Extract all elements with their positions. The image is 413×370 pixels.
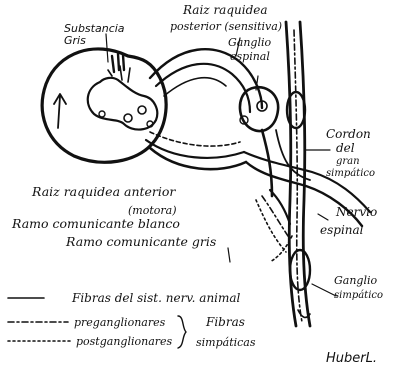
label-gris: Gris bbox=[64, 34, 86, 47]
spinal-cord bbox=[42, 49, 166, 162]
label-raiz-posterior-2: posterior (sensitiva) bbox=[170, 20, 282, 33]
legend-postganglionares: postganglionares bbox=[76, 335, 173, 348]
legend-preganglionares: preganglionares bbox=[74, 316, 166, 329]
label-ramo-blanco: Ramo comunicante blanco bbox=[11, 216, 180, 231]
label-ramo-gris: Ramo comunicante gris bbox=[65, 234, 216, 249]
legend-simpaticas: simpáticas bbox=[196, 336, 256, 349]
ventral-root bbox=[146, 132, 246, 169]
label-raiz-posterior-1: Raiz raquidea bbox=[182, 3, 268, 17]
signature: HuberL. bbox=[326, 351, 377, 366]
label-cordon-2: del bbox=[336, 141, 355, 155]
label-cordon-4: simpático bbox=[326, 168, 375, 179]
label-ganglio-espinal-1: Ganglio bbox=[228, 36, 272, 49]
legend: Fibras del sist. nerv. animal preganglio… bbox=[8, 291, 256, 349]
legend-fibras-sist: Fibras del sist. nerv. animal bbox=[71, 291, 241, 305]
legend-fibras: Fibras bbox=[205, 315, 245, 329]
label-ganglio-espinal-2: espinal bbox=[230, 50, 270, 63]
legend-brace bbox=[178, 316, 186, 348]
label-cordon-1: Cordon bbox=[326, 127, 371, 141]
label-nervio-1: Nervio bbox=[335, 205, 377, 219]
label-ganglio-simpatico-2: simpático bbox=[334, 290, 383, 301]
communicating-rami bbox=[256, 190, 292, 262]
label-nervio-2: espinal bbox=[320, 223, 364, 237]
label-cordon-3: gran bbox=[336, 156, 360, 167]
label-raiz-anterior: Raiz raquidea anterior bbox=[31, 184, 176, 199]
label-ganglio-simpatico-1: Ganglio bbox=[334, 274, 378, 287]
sympathetic-chain bbox=[286, 22, 310, 326]
leader-lines bbox=[106, 34, 336, 296]
